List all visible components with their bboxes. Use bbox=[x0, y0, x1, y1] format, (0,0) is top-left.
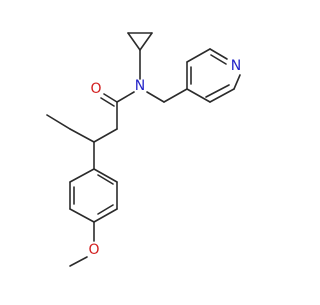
bond-cyclopropyl-3 bbox=[139, 32, 153, 51]
carbonyl-oxygen-label: O bbox=[90, 81, 101, 97]
bond-ch-ch2-ethyl bbox=[69, 128, 95, 143]
bond-ch2-ch bbox=[93, 128, 118, 143]
bond-benzene-6 bbox=[69, 168, 95, 183]
bond-pyridine-2 bbox=[186, 48, 211, 63]
bond-ethyl-ch3 bbox=[46, 114, 71, 130]
bond-pyridine-3 bbox=[209, 48, 228, 60]
bond-layer bbox=[46, 32, 241, 267]
structure-diagram: O N N O bbox=[46, 32, 241, 267]
bond-pyridine-6 bbox=[186, 88, 211, 103]
bond-pyridine-inner-2 bbox=[205, 84, 230, 98]
molecule-drawing: O N N O bbox=[46, 32, 241, 267]
bond-n-carbonyl bbox=[116, 91, 135, 103]
bond-ch2-pyridine bbox=[163, 88, 188, 103]
amide-nitrogen-label: N bbox=[135, 78, 145, 94]
bond-pyridine-4 bbox=[233, 74, 241, 90]
bond-benzene-4 bbox=[69, 208, 95, 223]
bond-benzene-inner-2 bbox=[97, 204, 114, 215]
bond-pyridine-inner-3 bbox=[210, 54, 227, 65]
bond-pyridine-5 bbox=[209, 88, 235, 103]
atom-label-layer: O N N O bbox=[88, 58, 241, 258]
bond-cyclopropyl-1 bbox=[127, 32, 141, 51]
bond-n-ch2 bbox=[146, 91, 165, 103]
bond-carbonyl-o-2 bbox=[100, 97, 115, 107]
bond-benzene-1 bbox=[93, 168, 118, 183]
ether-oxygen-label: O bbox=[88, 242, 99, 258]
bond-benzene-inner-1 bbox=[97, 174, 114, 185]
pyridine-nitrogen-label: N bbox=[231, 58, 241, 74]
bond-ether-o-ch3 bbox=[69, 256, 88, 267]
bond-carbonyl-o-1 bbox=[103, 93, 118, 103]
bond-benzene-3 bbox=[93, 208, 118, 223]
